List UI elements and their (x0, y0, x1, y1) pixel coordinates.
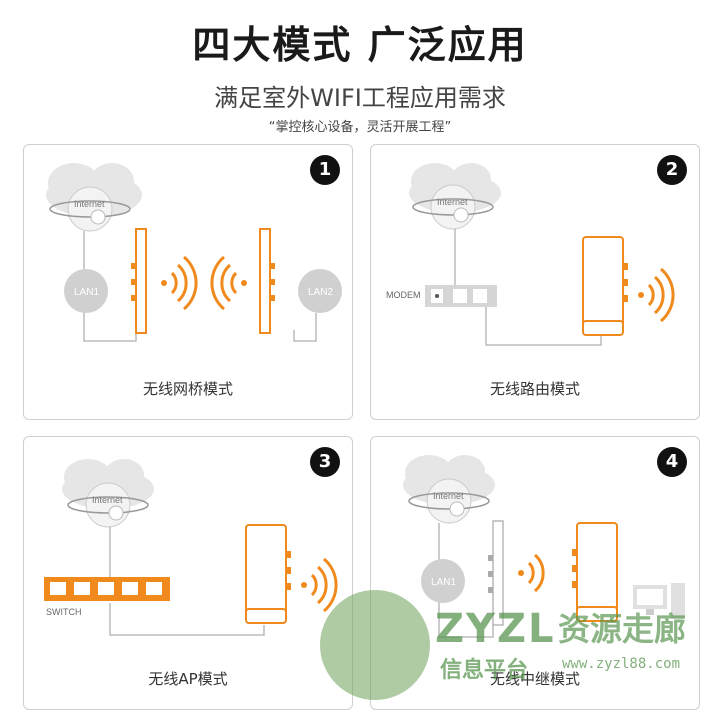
switch-device (44, 577, 170, 601)
outdoor-router-device (582, 236, 628, 336)
internet-label: Internet (92, 495, 123, 505)
page-subtitle: 满足室外WIFI工程应用需求 (214, 84, 506, 112)
modem-device (425, 285, 497, 307)
mode-number-badge: 4 (657, 447, 687, 477)
internet-globe-icon (67, 482, 149, 528)
mode-panel-router: Internet MODEM 2 无线路由模式 (370, 144, 700, 420)
computer-icon (633, 583, 685, 619)
internet-globe-icon (412, 184, 494, 230)
internet-label: Internet (437, 197, 468, 207)
page-title: 四大模式 广泛应用 (192, 23, 528, 67)
signal-waves-icon (210, 255, 247, 311)
internet-label: Internet (433, 491, 464, 501)
svg-text:LAN1: LAN1 (431, 577, 456, 588)
bridge-device-left (131, 228, 147, 334)
repeater-diagram: Internet LAN1 (403, 455, 685, 638)
signal-waves-icon (301, 557, 338, 613)
lan2-circle: LAN2 (298, 269, 342, 313)
repeater-device (572, 522, 618, 622)
client-bridge-device (488, 520, 504, 626)
signal-waves-icon (518, 553, 545, 593)
svg-text:LAN2: LAN2 (308, 287, 333, 298)
mode-caption: 无线中继模式 (489, 670, 580, 688)
mode-caption: 无线路由模式 (489, 380, 580, 398)
svg-text:LAN1: LAN1 (74, 287, 99, 298)
router-diagram: Internet MODEM (386, 163, 675, 346)
outdoor-ap-device (245, 524, 291, 624)
internet-globe-icon (49, 186, 131, 232)
mode-panel-repeater: Internet LAN1 4 (370, 436, 700, 710)
mode-caption: 无线AP模式 (148, 670, 228, 688)
signal-waves-icon (161, 255, 198, 311)
mode-panel-bridge: Internet LAN1 LAN2 (23, 144, 353, 420)
mode-number-badge: 2 (657, 155, 687, 185)
internet-label: Internet (74, 199, 105, 209)
signal-waves-icon (638, 267, 675, 323)
bridge-device-right (259, 228, 275, 334)
mode-number-badge: 1 (310, 155, 340, 185)
bridge-diagram: Internet LAN1 LAN2 (46, 163, 342, 342)
mode-number-badge: 3 (310, 447, 340, 477)
lan1-circle: LAN1 (421, 559, 465, 603)
mode-panel-ap: Internet SWITCH 3 无线AP模式 (23, 436, 353, 710)
switch-label: SWITCH (46, 607, 82, 617)
ap-diagram: Internet SWITCH (44, 459, 338, 636)
lan1-circle: LAN1 (64, 269, 108, 313)
internet-globe-icon (408, 478, 490, 524)
modem-label: MODEM (386, 290, 421, 300)
mode-caption: 无线网桥模式 (142, 380, 233, 398)
page-tagline: “掌控核心设备，灵活开展工程” (268, 120, 452, 135)
